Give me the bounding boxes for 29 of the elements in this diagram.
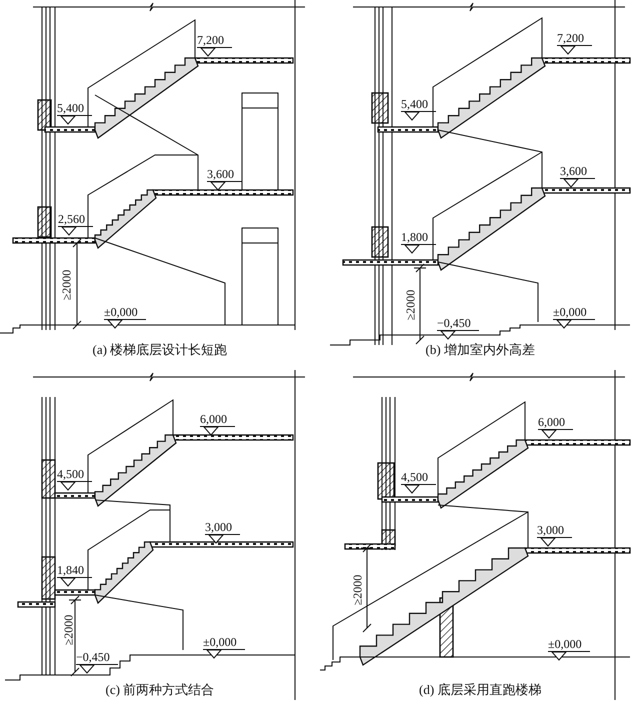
elevation-label: 5,400 [401,97,436,112]
elevation-label: 6,000 [538,415,573,430]
elevation-label: 4,500 [401,470,436,485]
dimension-label: ≥2000 [402,290,417,320]
elevation-label: 3,600 [207,167,242,182]
dimension-label: ≥2000 [350,574,364,606]
figure-caption: (a) 楼梯底层设计长短跑 [92,342,228,358]
figure-caption: (c) 前两种方式结合 [106,682,214,698]
elevation-label: 7,200 [197,33,232,48]
elevation-label: 1,840 [57,563,92,578]
figure-caption: (d) 底层采用直跑楼梯 [419,682,542,698]
elevation-label: 3,600 [560,164,595,179]
elevation-label: ±0,000 [203,635,245,650]
elevation-label: 2,560 [58,212,93,227]
elevation-label: 3,000 [537,523,572,538]
elevation-label: −0,450 [76,650,118,665]
elevation-label: 3,000 [205,520,240,535]
elevation-label: ±0,000 [553,305,595,320]
figure-caption: (b) 增加室内外高差 [426,342,535,358]
elevation-label: ±0,000 [548,637,590,652]
elevation-label: 7,200 [557,31,592,46]
elevation-label: ±0,000 [104,305,146,320]
elevation-label: 1,800 [401,230,436,245]
elevation-label: −0,450 [437,316,479,331]
elevation-label: 6,000 [200,412,235,427]
elevation-label: 4,500 [57,467,92,482]
elevation-label: 5,400 [57,101,92,116]
dimension-label: ≥2000 [60,614,75,646]
dimension-label: ≥2000 [58,270,73,300]
